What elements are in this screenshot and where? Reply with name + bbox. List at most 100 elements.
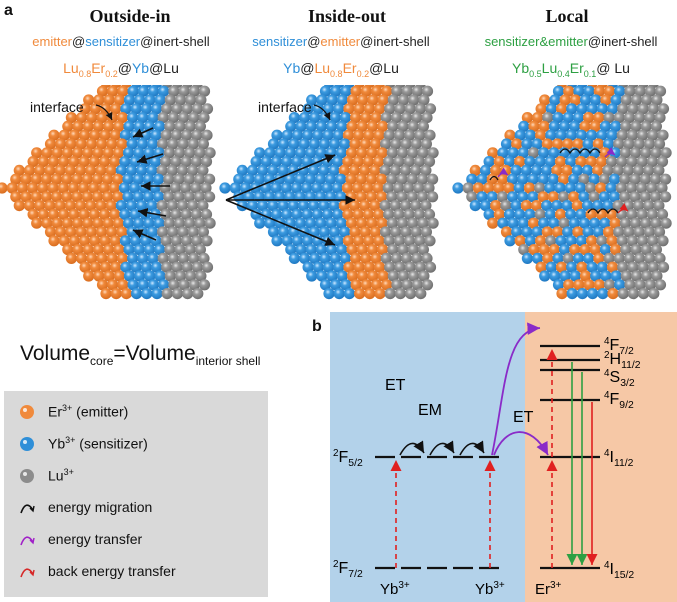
particle-ion	[153, 191, 165, 203]
particle-ion	[147, 279, 160, 291]
particle-ion	[161, 261, 173, 273]
particle-ion	[58, 208, 70, 220]
particle-ion	[416, 191, 428, 203]
particle-ion	[518, 244, 530, 256]
particle-ion	[188, 112, 200, 124]
particle-ion	[254, 217, 266, 229]
particle-ion	[78, 208, 90, 220]
particle-ion	[401, 85, 413, 97]
particle-ion	[391, 85, 403, 97]
particle-ion	[336, 120, 348, 132]
particle-ion	[545, 235, 557, 247]
particle-ion	[190, 208, 202, 220]
particle-ion	[586, 129, 598, 141]
particle-ion	[466, 173, 478, 185]
particle-ion	[170, 156, 182, 168]
particle-ion	[306, 94, 318, 106]
particle-ion	[76, 112, 88, 124]
particle-ion	[187, 226, 199, 238]
particle-ion	[263, 173, 275, 185]
particle-ion	[598, 191, 611, 203]
particle-ion	[359, 138, 371, 150]
particle-ion	[548, 244, 561, 256]
particle-ion	[582, 138, 594, 150]
particle-ion	[639, 173, 651, 185]
particle-ion	[653, 164, 665, 176]
particle-ion	[157, 226, 169, 238]
particle-ion	[609, 173, 621, 185]
particle-ion	[606, 261, 619, 273]
particle-ion	[396, 173, 408, 185]
particle-ion	[204, 217, 216, 229]
particle-ion	[523, 182, 536, 194]
particle-ion	[629, 173, 641, 185]
particle-ion	[270, 208, 283, 220]
particle-ion	[360, 112, 372, 124]
particle-ion	[575, 156, 587, 168]
particle-ion	[377, 94, 389, 106]
particle-ion	[613, 252, 625, 264]
particle-ion	[417, 244, 429, 256]
particle-ion	[370, 85, 383, 97]
particle-ion	[161, 103, 173, 115]
particle-ion	[624, 85, 636, 97]
particle-ion	[315, 244, 327, 256]
particle-ion	[187, 200, 199, 212]
particle-ion	[219, 182, 231, 194]
particle-ion	[590, 270, 602, 282]
particle-ion	[569, 270, 581, 282]
particle-ion	[167, 226, 179, 238]
particle-ion	[301, 156, 313, 168]
particle-ion	[64, 200, 76, 212]
particle-ion	[349, 138, 361, 150]
particle-ion	[381, 279, 393, 291]
particle-ion	[569, 244, 581, 256]
particle-ion	[660, 217, 672, 229]
particle-ion	[633, 138, 645, 150]
particle-ion	[41, 217, 53, 229]
particle-ion	[48, 235, 60, 247]
particle-ion	[82, 244, 94, 256]
particle-ion	[541, 226, 553, 238]
particle-ion	[414, 103, 426, 115]
particle-ion	[656, 208, 669, 220]
particle-ion	[576, 261, 588, 273]
particle-ion	[95, 138, 108, 150]
particle-ion	[113, 94, 125, 106]
particle-ion	[427, 217, 439, 229]
particle-ion	[356, 244, 368, 256]
particle-ion	[565, 235, 577, 247]
particle-ion	[532, 112, 544, 124]
particle-ion	[633, 226, 645, 238]
particle-ion	[363, 129, 375, 141]
particle-ion	[387, 94, 399, 106]
particle-ion	[646, 182, 658, 194]
composition-part: 0.2	[356, 68, 370, 79]
particle-ion	[288, 252, 300, 264]
particle-ion	[387, 244, 399, 256]
particle-ion	[407, 147, 419, 159]
particle-ion	[619, 147, 631, 159]
particle-ion	[86, 112, 98, 124]
particle-ion	[336, 94, 348, 106]
particle-ion	[181, 235, 193, 247]
particle-ion	[195, 270, 207, 282]
particle-ion	[51, 217, 63, 229]
particle-ion	[184, 244, 196, 256]
particle-ion	[366, 217, 378, 229]
particle-ion	[416, 173, 428, 185]
particle-ion	[163, 217, 175, 229]
particle-ion	[174, 120, 186, 132]
particle-ion	[333, 261, 345, 273]
particle-ion	[23, 164, 36, 176]
particle-ion	[579, 270, 592, 282]
particle-ion	[510, 200, 522, 212]
particle-ion	[363, 235, 375, 247]
particle-ion	[136, 164, 148, 176]
particle-ion	[65, 112, 77, 124]
particle-ion	[142, 191, 154, 203]
particle-ion	[581, 164, 594, 176]
particle-ion	[370, 252, 382, 264]
particle-ion	[653, 138, 666, 150]
particle-ion	[649, 173, 662, 185]
